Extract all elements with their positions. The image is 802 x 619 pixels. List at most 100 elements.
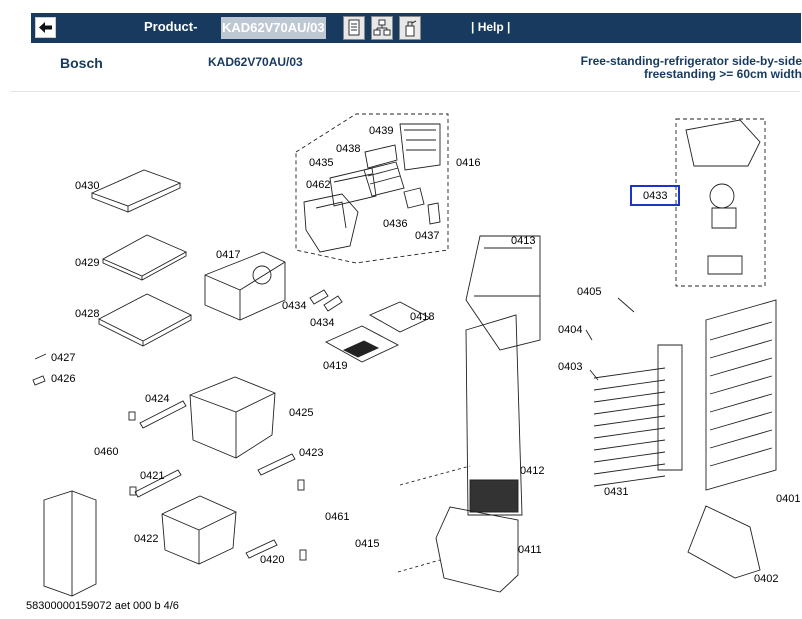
cover-grille (469, 479, 519, 513)
callout-0437[interactable]: 0437 (415, 230, 439, 242)
fan-bracket (707, 255, 743, 275)
crisper-0425 (189, 376, 276, 459)
part-0411 (435, 506, 519, 593)
fan-group-outline (675, 118, 766, 287)
clip-0460-b (129, 486, 137, 496)
part-0434-a (309, 289, 329, 305)
callout-0403[interactable]: 0403 (558, 361, 582, 373)
top-toolbar: Product- KAD62V70AU/03 | Help | (31, 13, 801, 43)
parts-tree-icon[interactable] (371, 16, 393, 40)
product-code: KAD62V70AU/03 (221, 17, 326, 39)
part-icemaker-body (363, 161, 405, 197)
rail-0420 (245, 539, 278, 559)
callout-0415[interactable]: 0415 (355, 538, 379, 550)
exploded-parts-diagram: 0439 0438 0435 0462 0416 0436 0437 0430 … (32, 113, 800, 597)
shelf-0429 (101, 234, 188, 281)
evaporator-fins (709, 321, 773, 467)
callout-0412[interactable]: 0412 (520, 465, 544, 477)
callout-0419[interactable]: 0419 (323, 360, 347, 372)
callout-0424[interactable]: 0424 (145, 393, 169, 405)
callout-0431[interactable]: 0431 (604, 486, 628, 498)
model-number: KAD62V70AU/03 (208, 55, 303, 69)
callout-0436[interactable]: 0436 (383, 218, 407, 230)
callout-0427[interactable]: 0427 (51, 352, 75, 364)
document-icon[interactable] (343, 16, 365, 40)
part-0462 (303, 193, 359, 253)
diagram-reference: 58300000159072 aet 000 b 4/6 (26, 600, 179, 612)
door-bin (43, 490, 97, 597)
part-0419-grille (342, 340, 380, 358)
rail-0424 (139, 400, 187, 429)
rail-0423 (257, 453, 296, 476)
callout-0425[interactable]: 0425 (289, 407, 313, 419)
fan-blade (709, 183, 735, 209)
callout-0423[interactable]: 0423 (299, 447, 323, 459)
callout-0426[interactable]: 0426 (51, 373, 75, 385)
callout-0438[interactable]: 0438 (336, 143, 360, 155)
callout-0433[interactable]: 0433 (643, 190, 667, 202)
clip-0461-a (297, 479, 305, 491)
fan-motor (711, 207, 737, 229)
spray-bottle-icon[interactable] (399, 16, 421, 40)
callout-0460[interactable]: 0460 (94, 446, 118, 458)
callout-0401[interactable]: 0401 (776, 493, 800, 505)
product-description: Free-standing-refrigerator side-by-side … (581, 55, 802, 81)
duct-0413 (465, 235, 541, 351)
evaporator-0401 (705, 299, 777, 491)
callout-0418[interactable]: 0418 (410, 311, 434, 323)
part-0426 (32, 375, 46, 386)
callout-0404[interactable]: 0404 (558, 324, 582, 336)
callout-0461[interactable]: 0461 (325, 511, 349, 523)
callout-0420[interactable]: 0420 (260, 554, 284, 566)
description-line-2: freestanding >= 60cm width (643, 67, 802, 81)
callout-0402[interactable]: 0402 (754, 573, 778, 585)
part-0438 (364, 144, 398, 169)
clip-0460-a (128, 411, 136, 421)
rail-0421 (134, 469, 182, 498)
part-0419 (324, 325, 400, 363)
highlight-box-0433 (630, 185, 680, 206)
divider (10, 91, 800, 92)
callout-0417[interactable]: 0417 (216, 249, 240, 261)
shelf-0430 (90, 169, 182, 213)
fan-shroud (685, 119, 761, 167)
part-0403 (589, 369, 599, 381)
screw-line-a (399, 465, 471, 486)
callout-0416[interactable]: 0416 (456, 157, 480, 169)
brand-name: Bosch (60, 55, 103, 71)
callout-0435[interactable]: 0435 (309, 157, 333, 169)
part-0427 (34, 353, 47, 360)
part-0439 (399, 123, 441, 171)
callout-0429[interactable]: 0429 (75, 257, 99, 269)
description-line-1: Free-standing-refrigerator side-by-side (580, 54, 802, 68)
evaporator-cover-0412 (465, 314, 523, 516)
part-0405 (617, 297, 635, 313)
callout-0462[interactable]: 0462 (306, 179, 330, 191)
condenser-0431 (593, 367, 666, 487)
callout-0405[interactable]: 0405 (577, 286, 601, 298)
icemaker-group-outline (295, 113, 449, 264)
part-0417 (204, 251, 286, 321)
callout-0428[interactable]: 0428 (75, 308, 99, 320)
screw-line-b (397, 559, 441, 573)
callout-0422[interactable]: 0422 (134, 533, 158, 545)
drain-tray-0402 (687, 505, 761, 579)
callout-0430[interactable]: 0430 (75, 180, 99, 192)
shelf-0428 (98, 293, 192, 347)
part-0437 (427, 202, 441, 225)
callout-0434-b[interactable]: 0434 (310, 317, 334, 329)
crisper-0422 (161, 495, 237, 565)
callout-0411[interactable]: 0411 (518, 544, 542, 556)
part-0436 (403, 187, 425, 209)
clip-0461-b (299, 549, 307, 561)
back-arrow-icon[interactable] (35, 17, 56, 38)
callout-0413[interactable]: 0413 (511, 235, 535, 247)
part-0404 (585, 329, 593, 341)
callout-0434-a[interactable]: 0434 (282, 300, 306, 312)
auger-wheel (252, 265, 272, 285)
help-link[interactable]: | Help | (471, 20, 511, 34)
callout-0439[interactable]: 0439 (369, 125, 393, 137)
accumulator (657, 344, 683, 471)
callout-0421[interactable]: 0421 (140, 470, 164, 482)
product-label: Product- (144, 19, 198, 34)
